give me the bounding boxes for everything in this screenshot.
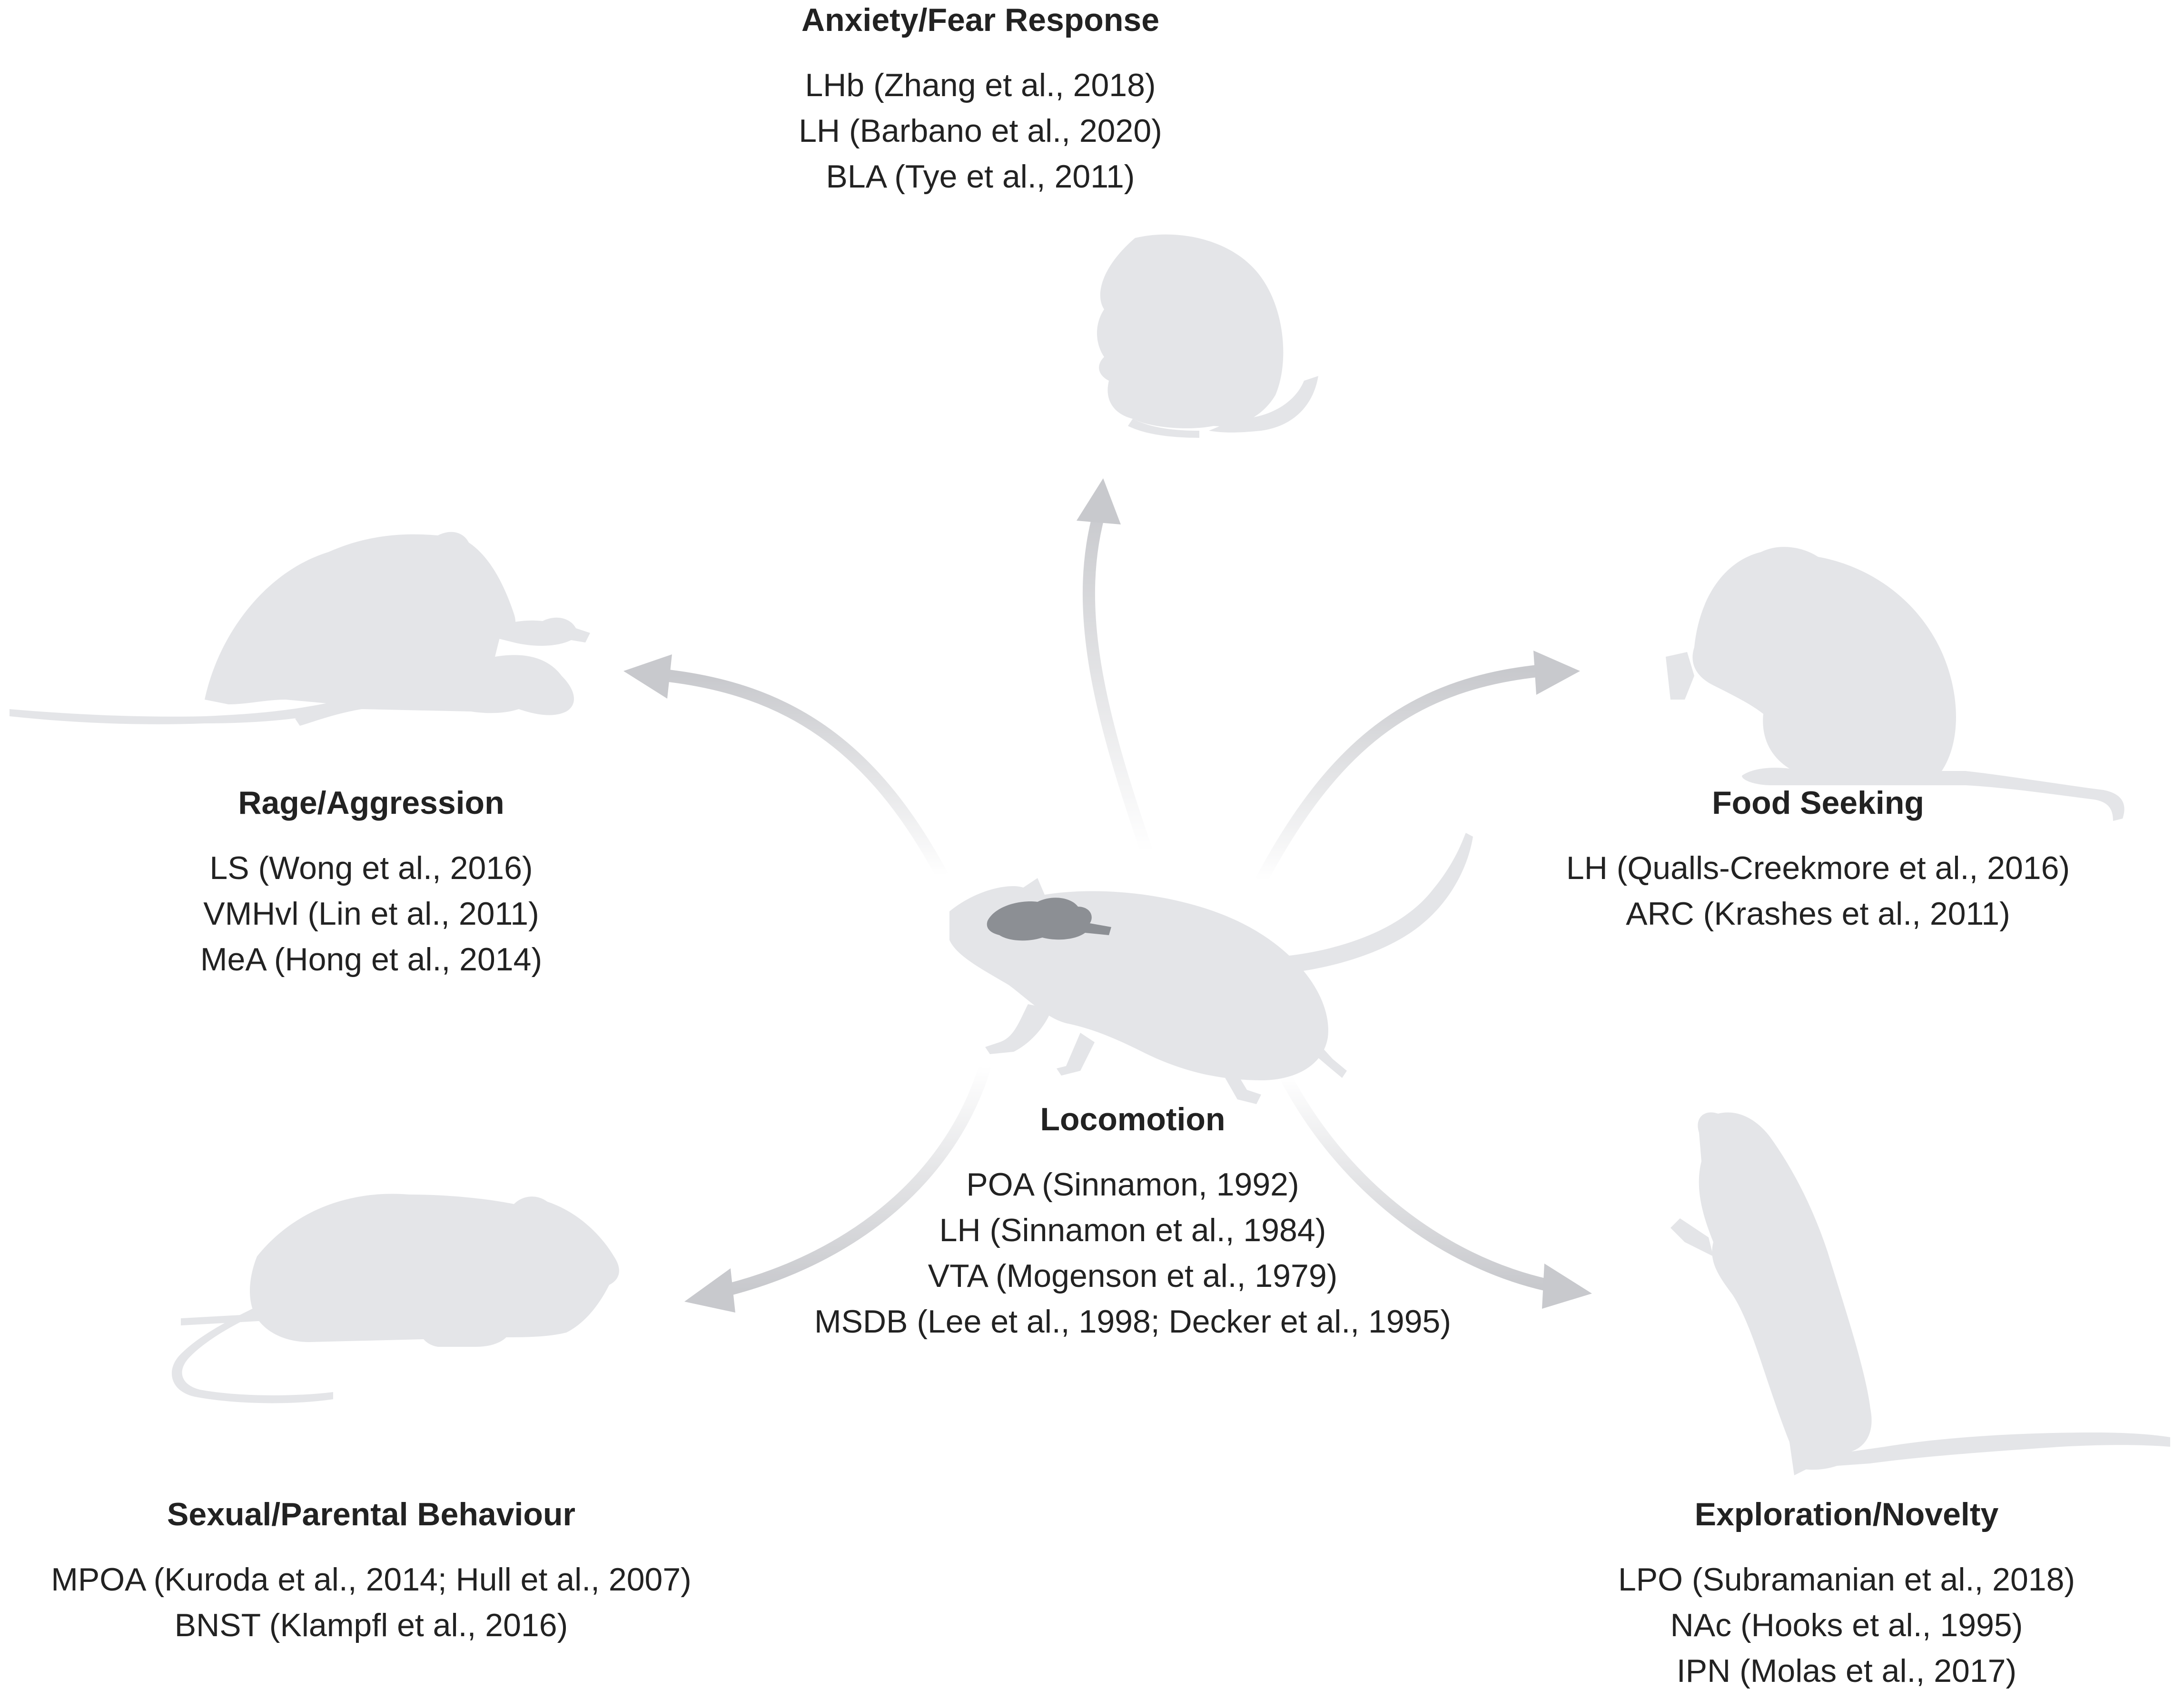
- anxiety-block: Anxiety/Fear Response LHb (Zhang et al.,…: [742, 0, 1218, 199]
- sexual-title: Sexual/Parental Behaviour: [167, 1496, 575, 1532]
- anxiety-ref-2: LH (Barbano et al., 2020): [799, 113, 1162, 149]
- walking-rat-icon: [949, 833, 1473, 1104]
- rat-with-pups-icon: [171, 1194, 619, 1403]
- exploration-ref-1: LPO (Subramanian et al., 2018): [1618, 1561, 2075, 1598]
- crouching-rat-icon: [1097, 234, 1318, 438]
- anxiety-title: Anxiety/Fear Response: [801, 2, 1160, 38]
- food-block: Food Seeking LH (Qualls-Creekmore et al.…: [1532, 783, 2104, 937]
- exploration-title: Exploration/Novelty: [1694, 1496, 1999, 1532]
- exploration-block: Exploration/Novelty LPO (Subramanian et …: [1561, 1494, 2132, 1694]
- center-title: Locomotion: [1040, 1101, 1225, 1137]
- exploration-ref-2: NAc (Hooks et al., 1995): [1670, 1607, 2023, 1643]
- arrow-to-exploration: [1279, 1072, 1592, 1309]
- center-block: Locomotion POA (Sinnamon, 1992) LH (Sinn…: [781, 1099, 1485, 1344]
- exploration-ref-3: IPN (Molas et al., 2017): [1676, 1653, 2017, 1689]
- brain-icon: [987, 898, 1111, 941]
- food-ref-1: LH (Qualls-Creekmore et al., 2016): [1566, 850, 2070, 886]
- rage-ref-3: MeA (Hong et al., 2014): [200, 941, 543, 978]
- arrow-to-rage: [623, 654, 948, 879]
- sexual-block: Sexual/Parental Behaviour MPOA (Kuroda e…: [0, 1494, 742, 1648]
- arrow-to-anxiety: [1077, 478, 1153, 854]
- rage-ref-1: LS (Wong et al., 2016): [209, 850, 533, 886]
- food-ref-2: ARC (Krashes et al., 2011): [1626, 896, 2010, 932]
- eating-rat-icon: [1666, 547, 2125, 821]
- center-ref-3: VTA (Mogenson et al., 1979): [928, 1258, 1338, 1294]
- fighting-rats-icon: [10, 532, 590, 726]
- rearing-rat-icon: [1670, 1112, 2170, 1475]
- arrow-to-food: [1255, 651, 1580, 884]
- sexual-ref-2: BNST (Klampfl et al., 2016): [174, 1607, 568, 1643]
- rage-block: Rage/Aggression LS (Wong et al., 2016) V…: [133, 783, 609, 982]
- anxiety-ref-3: BLA (Tye et al., 2011): [826, 158, 1135, 195]
- rage-ref-2: VMHvl (Lin et al., 2011): [203, 896, 539, 932]
- anxiety-ref-1: LHb (Zhang et al., 2018): [805, 67, 1156, 103]
- center-ref-1: POA (Sinnamon, 1992): [966, 1166, 1299, 1203]
- center-ref-4: MSDB (Lee et al., 1998; Decker et al., 1…: [814, 1304, 1452, 1340]
- food-title: Food Seeking: [1712, 785, 1924, 821]
- sexual-ref-1: MPOA (Kuroda et al., 2014; Hull et al., …: [51, 1561, 692, 1598]
- arrow-to-sexual: [684, 1064, 991, 1313]
- center-ref-2: LH (Sinnamon et al., 1984): [939, 1212, 1326, 1248]
- rage-title: Rage/Aggression: [238, 785, 504, 821]
